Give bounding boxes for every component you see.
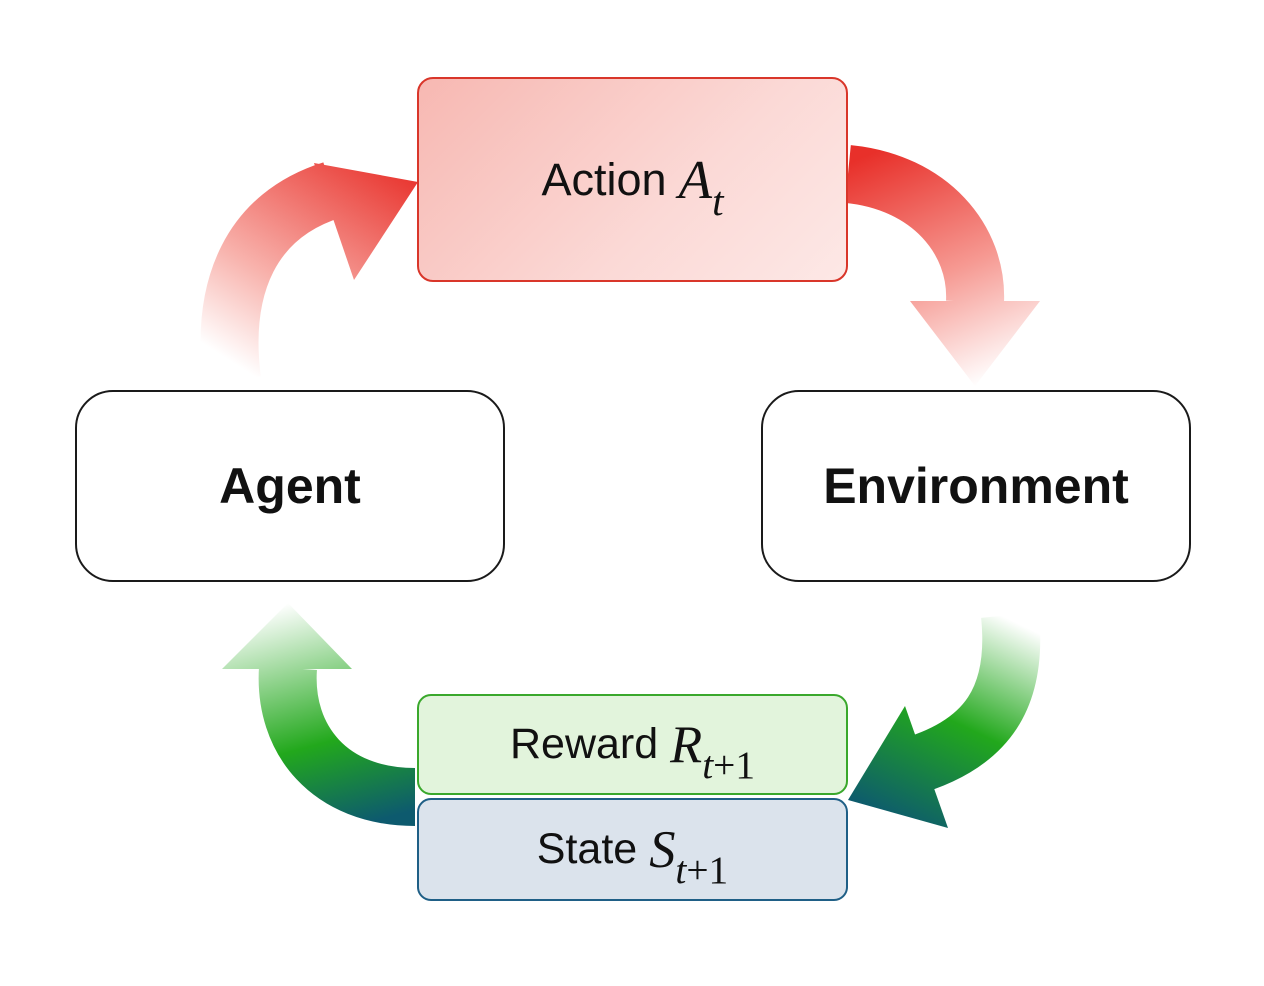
state-box: State St+1 xyxy=(417,798,848,901)
arrow-environment-to-reward-state xyxy=(848,612,1041,828)
action-box: Action At xyxy=(417,77,848,282)
environment-node: Environment xyxy=(761,390,1191,582)
state-label: State xyxy=(536,825,638,873)
environment-label: Environment xyxy=(823,458,1129,514)
arrow-reward-state-to-agent xyxy=(222,603,416,826)
arrow-action-to-environment xyxy=(844,145,1040,386)
reward-symbol: Rt+1 xyxy=(670,715,755,788)
reward-label: Reward xyxy=(510,720,659,768)
action-symbol: At xyxy=(678,149,724,225)
state-symbol: St+1 xyxy=(649,820,729,893)
action-label: Action xyxy=(541,153,667,205)
agent-node: Agent xyxy=(75,390,505,582)
agent-label: Agent xyxy=(219,458,361,514)
arrow-agent-to-action xyxy=(200,162,418,384)
reward-box: Reward Rt+1 xyxy=(417,694,848,795)
